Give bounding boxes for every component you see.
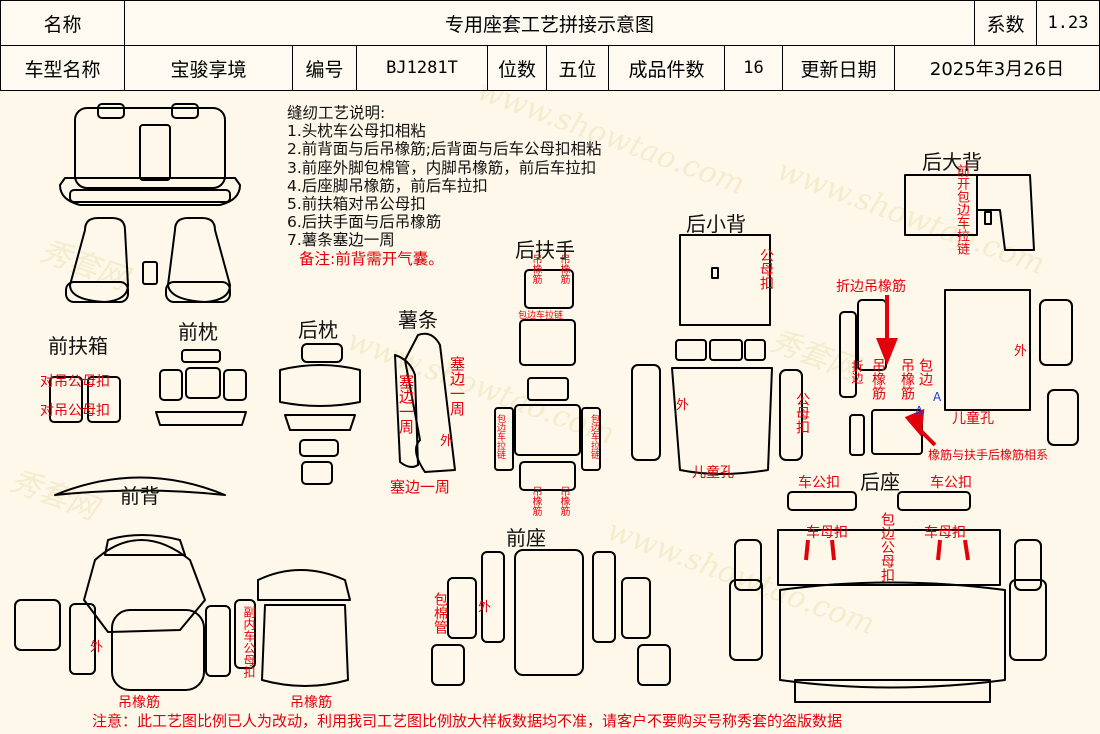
seats-value: 五位 [546,45,609,91]
annotation-big-back-note: 橡筋与扶手后橡筋相系 [928,448,1049,462]
annotation-big-back-wrap: 包边 [917,358,933,386]
annotation-rear-seat-button: 车公扣 [930,475,972,491]
annotation-big-back-outer: 外 [1014,344,1028,359]
annotation-front-back-elastic: 吊橡筋 [290,695,332,711]
notes-heading: 缝纫工艺说明: [287,104,386,122]
annotation-big-back-fold: 折边吊橡筋 [836,279,906,295]
armbox-piece [87,376,121,423]
header-table: 名称 专用座套工艺拼接示意图 系数 1.23 车型名称 宝骏享境 编号 BJ12… [0,0,1100,92]
annotation-chips-tuck: 塞边一周 [397,374,415,434]
note-item: 4.后座脚吊橡筋，前后车拉扣 [287,176,488,195]
coef-label: 系数 [974,0,1037,46]
annotation-armrest-elastic: 吊橡筋 [558,254,569,284]
annotation-chips-tuck: 塞边一周 [448,356,466,416]
note-item: 5.前扶箱对吊公母扣 [287,195,426,214]
code-value: BJ1281T [356,45,488,91]
section-front-seat: 前座 [506,526,546,550]
code-label: 编号 [292,45,357,91]
annotation-big-back-child-hole: 儿童孔 [952,411,994,427]
pieces-value: 16 [724,45,783,91]
annotation-chips-tuck: 塞边一周 [390,478,451,496]
annotation-arrows [804,295,970,561]
note-item: 2.前背面与后吊橡筋;后背面与后车公母扣相粘 [287,140,602,159]
sewing-notes: 缝纫工艺说明: 1.头枕车公母扣相粘 2.前背面与后吊橡筋;后背面与后车公母扣相… [287,104,602,268]
annotation-armrest-pull: 包边车拉链 [518,311,564,321]
model-value: 宝骏享境 [124,45,293,91]
section-rear-headrest: 后枕 [298,318,338,342]
update-label: 更新日期 [782,45,895,91]
annotation-small-back-outer: 外 [676,398,690,413]
annotation-front-seat-outer: 外 [478,600,492,615]
annotation-front-back-outer: 外 [90,640,104,655]
annotation-armbox: 对吊公母扣 [40,403,110,419]
annotation-big-back-hang: 吊橡筋 [899,358,915,400]
pieces-label: 成品件数 [608,45,725,91]
annotation-armrest-wrap: 包边车拉链 [495,414,505,459]
annotation-front-back-inner: 副内车公母扣 [242,606,256,678]
note-item: 6.后扶手面与后吊橡筋 [287,213,442,232]
front-seats-illustration [65,217,231,303]
annotation-big-back-zip: 前开包边车拉链 [954,164,969,255]
section-rear-big-back: 后大背 [922,150,982,174]
annotation-rear-seat-wrap: 包边公母扣 [879,512,895,582]
annotation-armrest-elastic: 吊橡筋 [530,486,541,516]
footer-warning: 注意：此工艺图比例已人为改动，利用我司工艺图比例放大样板数据均不准，请客户不要购… [92,712,843,730]
marker-a: A [915,404,924,418]
annotation-armrest-elastic: 吊橡筋 [558,486,569,516]
section-chips: 薯条 [398,308,438,332]
section-front-headrest: 前枕 [178,320,218,344]
annotation-chips-outer: 外 [440,434,454,449]
annotation-small-back-button: 公母扣 [758,248,774,290]
section-rear-small-back: 后小背 [686,212,746,236]
model-label: 车型名称 [0,45,125,91]
annotation-rear-seat-button: 车公扣 [798,475,840,491]
note-item: 7.薯条塞边一周 [287,231,395,250]
armbox-piece [49,376,83,423]
notes-remark: 备注:前背需开气囊。 [299,249,444,268]
section-rear-seat: 后座 [860,470,900,494]
section-front-back: 前背 [120,484,160,508]
annotation-rear-seat-mother: 车母扣 [806,525,848,541]
rear-bench-illustration [59,103,241,206]
section-rear-armrest: 后扶手 [515,238,575,262]
annotation-armrest-elastic: 吊橡筋 [530,254,541,284]
annotation-front-seat-tube: 包棉管 [432,592,448,634]
note-item: 3.前座外脚包棉管，内脚吊橡筋，前后车拉扣 [287,158,597,177]
marker-a: A [933,390,942,404]
seats-label: 位数 [487,45,547,91]
annotation-armbox: 对吊公母扣 [40,374,110,390]
update-value: 2025年3月26日 [894,45,1100,91]
annotation-small-back-child-hole: 儿童孔 [692,465,734,481]
annotation-big-back-hang: 吊橡筋 [870,358,886,400]
section-front-armbox: 前扶箱 [48,334,108,358]
note-item: 1.头枕车公母扣相粘 [287,122,426,141]
annotation-rear-seat-mother: 车母扣 [924,525,966,541]
annotation-small-back-button: 公母扣 [794,392,810,434]
annotation-armrest-wrap: 包边车拉链 [589,414,599,459]
annotation-front-back-elastic: 吊橡筋 [118,695,160,711]
annotation-big-back-fold2: 折边 [850,360,864,384]
name-label: 名称 [0,0,125,46]
